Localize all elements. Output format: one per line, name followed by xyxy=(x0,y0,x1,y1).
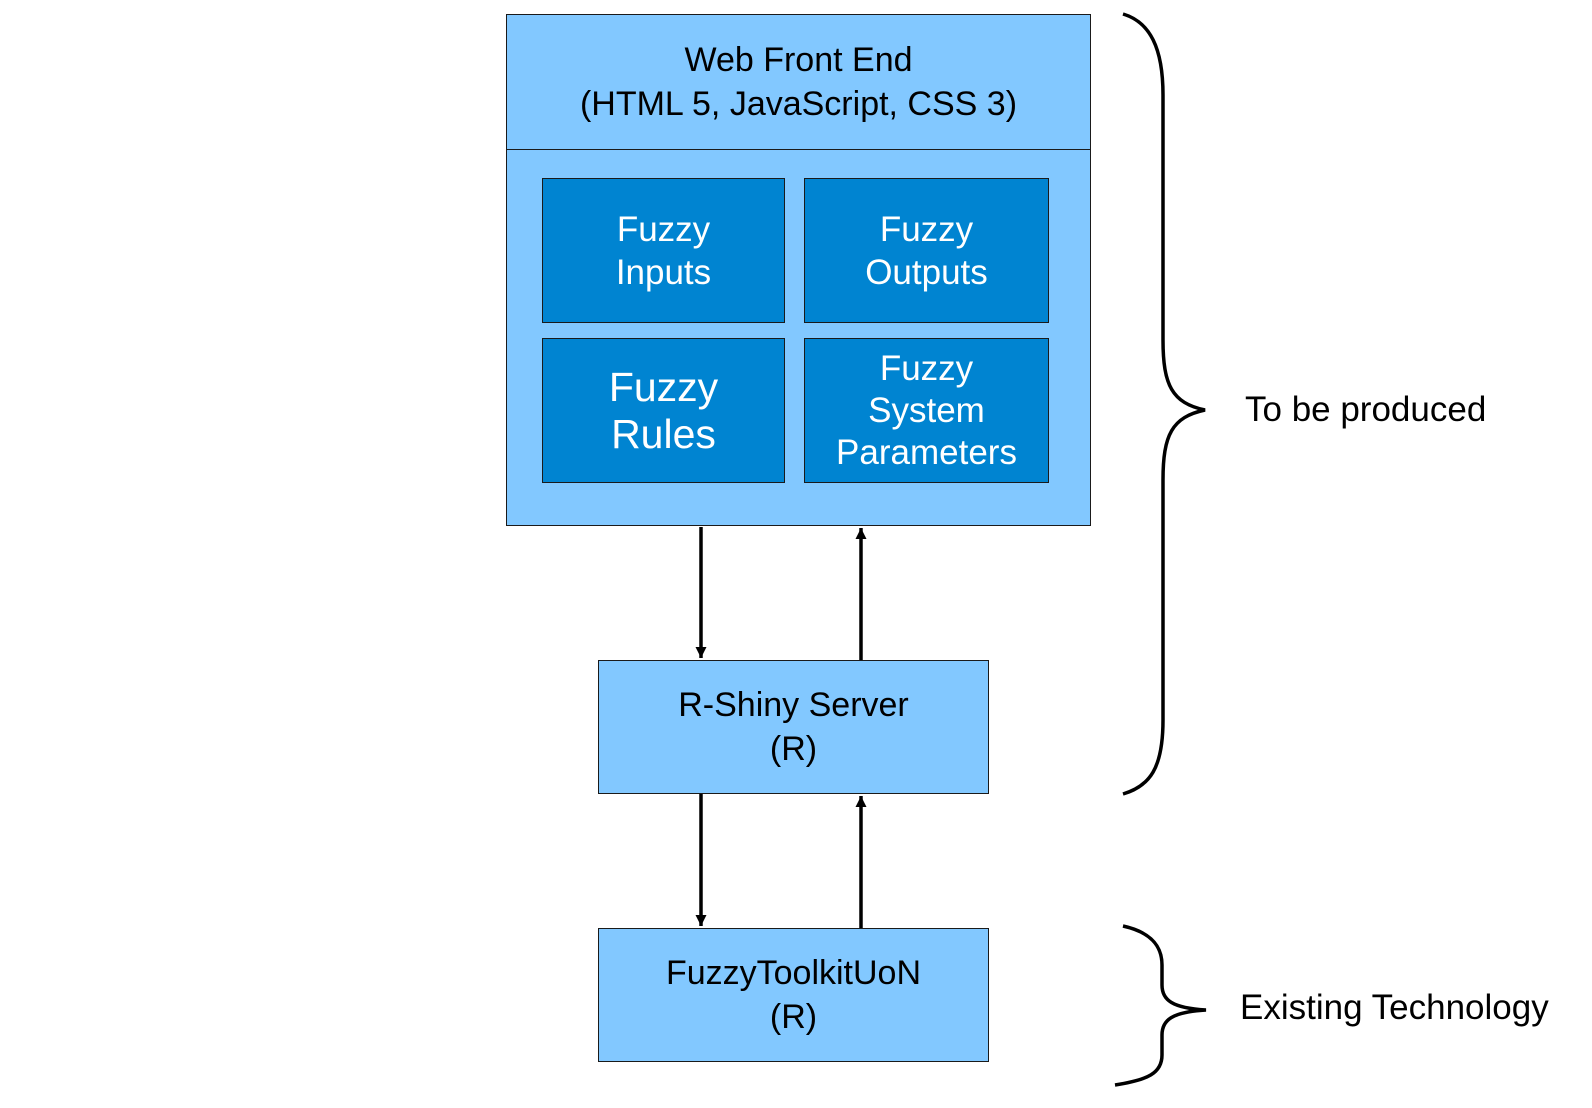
fuzzy-toolkit-subtitle: (R) xyxy=(769,998,818,1036)
web-front-end-header: Web Front End (HTML 5, JavaScript, CSS 3… xyxy=(507,15,1090,150)
fuzzy-system-parameters-line-2: System xyxy=(868,390,985,430)
brace-produced xyxy=(1122,12,1206,796)
fuzzy-outputs-line-2: Outputs xyxy=(865,252,988,292)
r-shiny-server-title: R-Shiny Server xyxy=(678,686,909,724)
fuzzy-rules-line-2: Rules xyxy=(611,410,716,457)
fuzzy-inputs-box: Fuzzy Inputs xyxy=(542,178,785,323)
to-be-produced-label: To be produced xyxy=(1245,390,1487,429)
fuzzy-rules-line-1: Fuzzy xyxy=(608,363,719,410)
fuzzy-system-parameters-line-3: Parameters xyxy=(836,432,1017,472)
r-shiny-server-box: R-Shiny Server (R) xyxy=(598,660,989,794)
fuzzy-toolkit-box: FuzzyToolkitUoN (R) xyxy=(598,928,989,1062)
fuzzy-inputs-line-1: Fuzzy xyxy=(616,209,711,249)
r-shiny-server-subtitle: (R) xyxy=(769,730,818,768)
existing-technology-label: Existing Technology xyxy=(1240,988,1549,1027)
fuzzy-outputs-line-1: Fuzzy xyxy=(879,209,974,249)
web-front-end-title: Web Front End xyxy=(684,41,913,79)
web-front-end-subtitle: (HTML 5, JavaScript, CSS 3) xyxy=(579,85,1018,123)
fuzzy-system-parameters-line-1: Fuzzy xyxy=(879,348,974,388)
brace-existing xyxy=(1114,924,1207,1087)
fuzzy-system-parameters-box: Fuzzy System Parameters xyxy=(804,338,1049,483)
fuzzy-inputs-line-2: Inputs xyxy=(615,252,712,292)
fuzzy-rules-box: Fuzzy Rules xyxy=(542,338,785,483)
fuzzy-outputs-box: Fuzzy Outputs xyxy=(804,178,1049,323)
fuzzy-toolkit-title: FuzzyToolkitUoN xyxy=(665,954,922,992)
